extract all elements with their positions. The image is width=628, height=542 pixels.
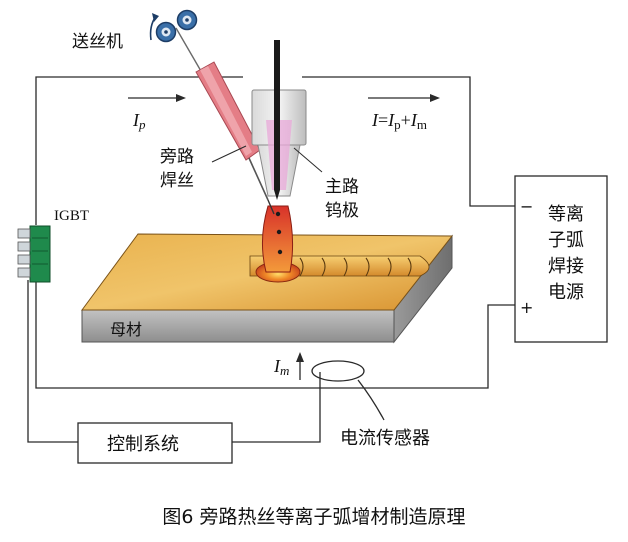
igbt-module [17,225,51,283]
ip-label: Ip [132,110,146,132]
main-tungsten-label-1: 主路 [325,177,359,197]
current-arrows [128,94,440,380]
plasma-arc [255,199,301,283]
power-source-label-1: 等离 [548,204,584,225]
top-right-wire [302,76,515,207]
im-label: Im [273,356,289,378]
figure-caption: 图6 旁路热丝等离子弧增材制造原理 [162,506,465,528]
power-source-label-2: 子弧 [548,230,584,251]
control-wire-right [232,372,321,443]
control-system-label: 控制系统 [107,434,179,455]
base-metal-label: 母材 [110,320,142,339]
total-current-formula: I=Ip+Im [371,110,427,132]
bypass-wire-label-2: 焊丝 [160,171,194,191]
power-source-label-3: 焊接 [548,256,584,277]
igbt-label: IGBT [54,208,89,224]
power-source-label-4: 电源 [548,282,584,303]
leader-lines [211,145,323,173]
wire-feeder-label: 送丝机 [72,32,123,52]
control-system-box [77,422,233,464]
main-tungsten-label-2: 钨极 [325,201,359,221]
top-wire [35,76,243,225]
control-wire-left [27,280,78,443]
wire-feeder-rollers [149,9,198,43]
current-sensor-label: 电流传感器 [340,428,430,449]
tungsten-electrode [274,40,280,190]
current-sensor-ring [311,360,365,382]
bypass-wire-label-1: 旁路 [160,147,194,167]
minus-terminal-label: − [520,197,533,216]
circuit-wires [27,76,515,443]
plasma-torch [251,40,307,200]
plus-terminal-label: + [520,298,533,317]
sensor-leader [357,379,385,421]
bottom-wire [35,280,515,389]
power-source-box [514,175,608,343]
